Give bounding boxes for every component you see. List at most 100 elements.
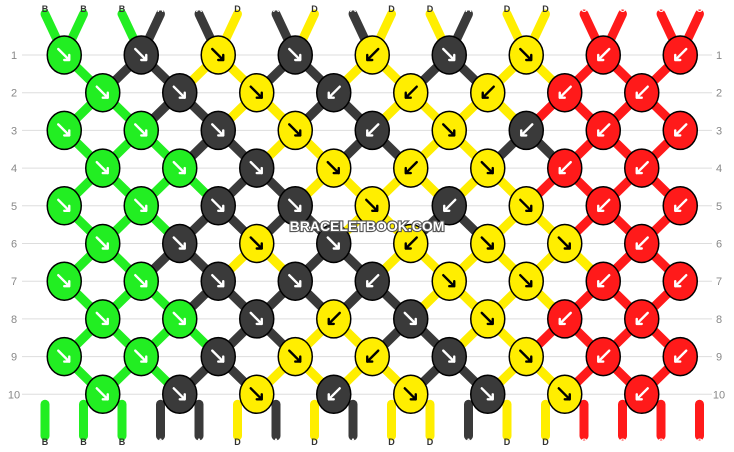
knot-arrow-icon [519,47,533,62]
knot [624,223,660,264]
knot-arrow-icon [520,123,534,137]
knot-arrow-icon [519,349,533,363]
row-number-right: 7 [716,276,722,288]
strand-letter-bottom: D [542,437,549,447]
knot [431,261,467,301]
knot-arrow-icon [326,160,340,175]
knot [585,261,621,301]
knot [46,186,82,226]
strand-letter-bottom: D [427,437,434,447]
knot [162,72,198,113]
strand-letter-bottom: B [80,437,87,447]
strand-letter-top: D [234,4,241,14]
knot-arrow-icon [597,198,611,213]
knot [470,299,506,339]
strand-letter-bottom: A [157,437,164,447]
strand-letter-top: A [157,4,164,14]
knot-arrow-icon [674,274,688,288]
strand-letter-bottom: A [196,437,203,447]
knot [508,336,544,377]
knot-arrow-icon [558,85,572,99]
knot [277,35,313,75]
knot-arrow-icon [172,236,186,250]
knot-arrow-icon [249,387,263,401]
knot-arrow-icon [366,47,380,62]
knot-arrow-icon [674,349,688,363]
row-number-right: 1 [716,50,722,62]
row-number-right: 10 [713,389,725,401]
knot-arrow-icon [597,349,611,363]
knot-arrow-icon [557,236,571,250]
knot [46,261,82,301]
knot [239,374,275,415]
knot-arrow-icon [95,160,109,175]
strand-letter-top: D [427,4,434,14]
knot [123,110,159,151]
knot-arrow-icon [404,236,418,250]
knot [85,148,121,188]
knot [239,72,275,113]
knot [85,72,121,113]
knot [277,261,313,301]
knot-arrow-icon [249,311,263,326]
knot-arrow-icon [95,387,109,401]
knot-arrow-icon [519,274,533,288]
knot-arrow-icon [442,47,456,62]
knot [316,148,352,188]
knot-arrow-icon [172,85,186,99]
knot [200,336,236,377]
knot-arrow-icon [172,311,186,326]
knot [46,336,82,377]
knot [162,223,198,264]
knot-arrow-icon [442,123,456,137]
knot-arrow-icon [288,198,302,213]
row-number-right: 2 [716,88,722,100]
knot-arrow-icon [249,160,263,175]
row-number-left: 9 [11,352,17,364]
knot [393,374,429,415]
row-number-left: 1 [11,50,17,62]
knot-arrow-icon [519,198,533,213]
knot-arrow-icon [480,160,494,175]
knot [85,299,121,339]
knot-arrow-icon [481,85,495,99]
strand-letter-top: B [80,4,87,14]
knot [431,35,467,75]
knot-arrow-icon [403,387,417,401]
knot-arrow-icon [57,198,71,213]
knot-arrow-icon [597,47,611,62]
knot [239,299,275,339]
knot-arrow-icon [57,274,71,288]
knot [662,336,698,377]
knot-arrow-icon [327,387,341,401]
knot-arrow-icon [366,274,380,288]
knot-arrow-icon [635,85,649,99]
strand-letter-bottom: D [504,437,511,447]
knot-arrow-icon [480,236,494,250]
strand-letter-top: D [388,4,395,14]
knot [393,72,429,113]
knot [123,186,159,226]
knot-arrow-icon [288,349,302,363]
knot-arrow-icon [288,123,302,137]
knot [624,148,660,188]
knot-arrow-icon [249,236,263,250]
knot [354,186,390,226]
strand-letter-bottom: C [696,437,703,447]
knot [662,35,698,75]
strand-letter-top: A [196,4,203,14]
strand-letter-bottom: D [388,437,395,447]
knot-arrow-icon [57,47,71,62]
knot [508,261,544,301]
knot-arrow-icon [288,47,302,62]
strand-letter-top: A [465,4,472,14]
strand-letter-bottom: B [42,437,49,447]
strand-letter-top: C [696,4,703,14]
knot-arrow-icon [480,387,494,401]
knot [547,374,583,415]
knot [354,336,390,377]
row-number-left: 4 [11,163,17,175]
strand-letter-top: C [581,4,588,14]
